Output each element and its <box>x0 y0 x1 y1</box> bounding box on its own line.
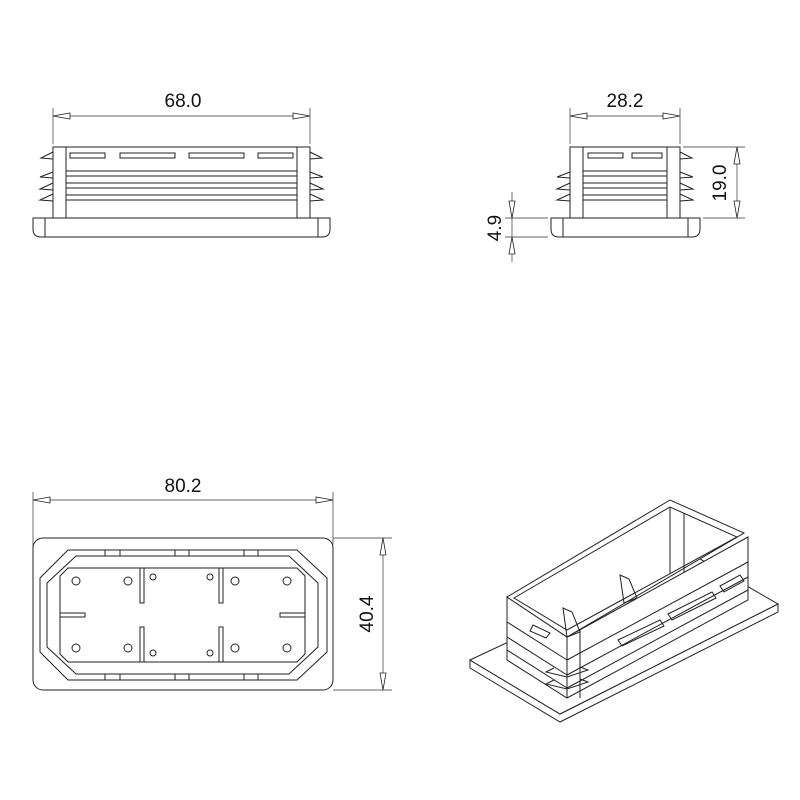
front-view: 68.0 <box>32 91 331 238</box>
side-depth-dimension: 28.2 <box>569 91 681 144</box>
front-body <box>38 146 325 219</box>
isometric-view <box>468 499 780 723</box>
bottom-width-dimension: 80.2 <box>32 476 334 548</box>
side-view: 28.2 <box>485 91 745 262</box>
flange-thickness-dimension: 4.9 <box>485 192 548 262</box>
side-body <box>555 146 695 219</box>
bottom-height-dimension: 40.4 <box>333 537 392 691</box>
bottom-width-label: 80.2 <box>165 476 202 497</box>
side-depth-label: 28.2 <box>607 91 644 112</box>
bottom-height-label: 40.4 <box>357 595 378 632</box>
front-width-dimension: 68.0 <box>52 91 311 144</box>
bottom-outline <box>32 537 334 691</box>
flange-thickness-label: 4.9 <box>485 215 506 241</box>
side-height-label: 19.0 <box>710 165 731 202</box>
front-flange <box>32 217 331 238</box>
side-height-dimension: 19.0 <box>683 146 745 219</box>
front-width-label: 68.0 <box>165 91 202 112</box>
side-flange <box>550 217 701 238</box>
bottom-view: 80.2 <box>32 476 392 691</box>
